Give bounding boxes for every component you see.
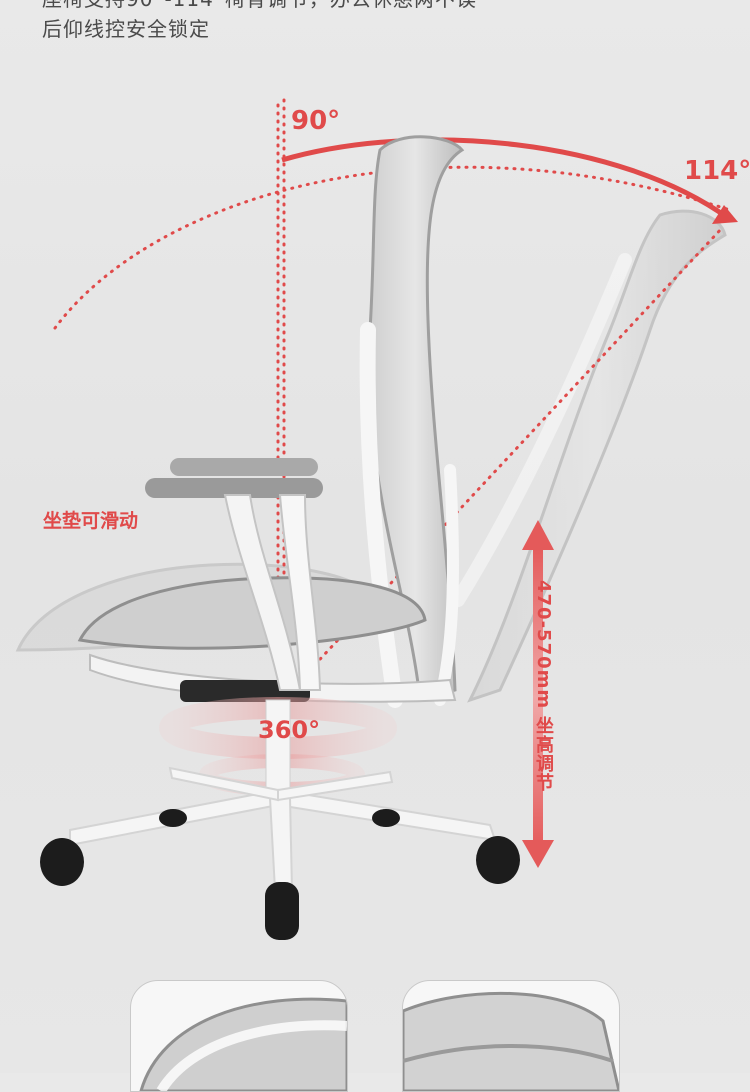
intro-line-1: 座椅支持90°-114°椅背调节，办公休憩两不误 [42, 0, 477, 14]
chair-illustration [15, 98, 738, 940]
angle-90-label: 90° [291, 106, 341, 136]
intro-text: 座椅支持90°-114°椅背调节，办公休憩两不误 后仰线控安全锁定 [42, 0, 477, 44]
armrests [145, 458, 323, 691]
casters [40, 809, 520, 940]
seat-height-label: 470-570mm 坐高调节 [533, 580, 554, 793]
intro-line-2: 后仰线控安全锁定 [42, 17, 210, 41]
swivel-360-label: 360° [258, 716, 321, 744]
angle-114-label: 114° [684, 156, 750, 186]
seat-height-arrow [522, 520, 554, 868]
reclined-backrest-ghost [451, 209, 727, 703]
seat-slide-label: 坐垫可滑动 [43, 510, 139, 532]
recline-arc [281, 137, 738, 224]
seat [77, 576, 457, 703]
detail-thumbnail-2 [402, 980, 620, 1092]
detail-thumbnail-1 [130, 980, 348, 1092]
backrest [359, 135, 465, 708]
